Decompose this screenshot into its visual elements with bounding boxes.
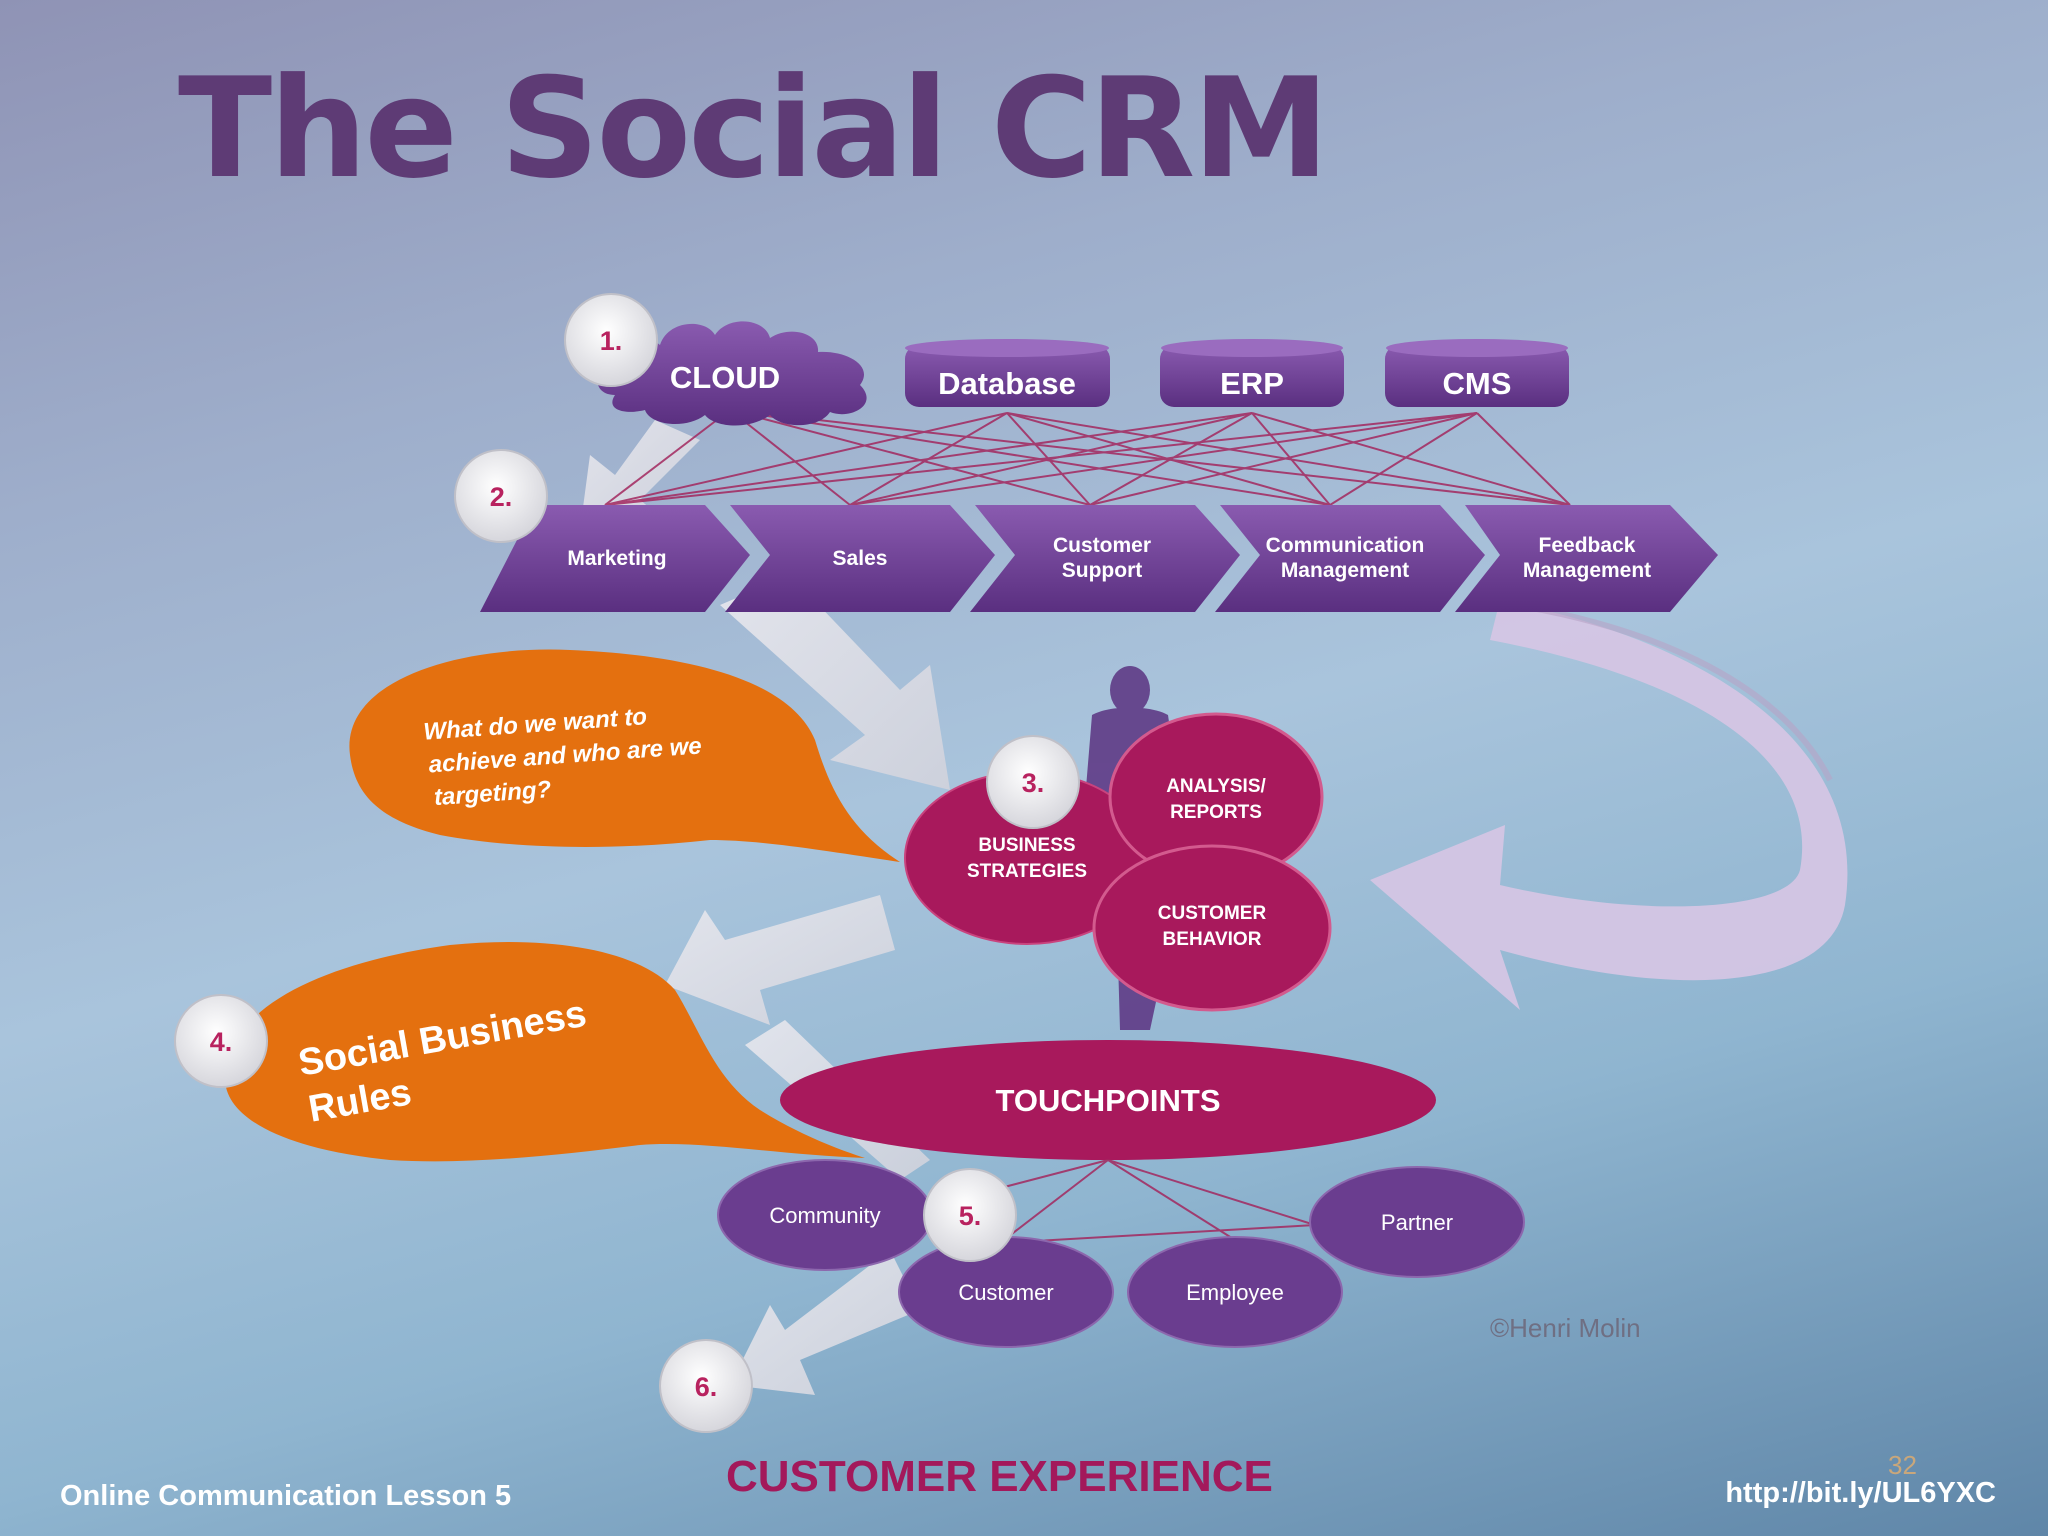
core-label: BUSINESS [978,835,1075,856]
stakeholder-partner: Partner [1309,1166,1525,1278]
core-analysis: ANALYSIS/ REPORTS [1108,712,1324,882]
touchpoints-label: TOUCHPOINTS [995,1083,1220,1118]
core-label: ANALYSIS/ [1166,776,1266,797]
source-label: ERP [1220,366,1284,401]
stakeholder-label: Partner [1381,1210,1453,1235]
process-communication-management: Communication Management [1215,505,1485,612]
source-label: Database [938,366,1076,401]
process-label: Customer [1053,534,1151,557]
flow-arrow-experience [730,1250,920,1395]
flow-arrow-cloud [580,420,700,530]
stakeholder-label: Customer [958,1280,1053,1305]
process-label: Feedback [1539,534,1636,557]
rules-bubble: Social Business Rules [224,942,866,1162]
source-cms: CMS [1385,339,1569,407]
step-badge-4: 4. [174,994,268,1088]
svg-text:4.: 4. [210,1027,233,1057]
process-label: Management [1523,559,1651,582]
source-cloud: CLOUD [597,321,867,426]
svg-text:2.: 2. [490,482,513,512]
step-badge-5: 5. [923,1168,1017,1262]
process-label: Marketing [567,547,666,570]
process-label: Support [1062,559,1142,582]
svg-text:5.: 5. [959,1201,982,1231]
footer-url-link[interactable]: http://bit.ly/UL6YXC [1725,1477,1996,1509]
footer-lesson: Online Communication Lesson 5 [60,1480,512,1512]
core-strategies: BUSINESS STRATEGIES [904,771,1150,945]
stakeholder-label: Employee [1186,1280,1284,1305]
core-label: CUSTOMER [1158,903,1267,924]
slide-title: The Social CRM [178,48,1330,209]
step-badge-6: 6. [659,1339,753,1433]
page-number: 32 [1888,1450,1917,1480]
stakeholder-employee: Employee [1127,1236,1343,1348]
process-label: Communication [1266,534,1425,557]
svg-text:1.: 1. [600,326,623,356]
source-label: CLOUD [670,360,780,395]
svg-text:3.: 3. [1022,768,1045,798]
flow-arrow-left [665,895,895,1025]
return-arrow [1370,600,1848,1010]
source-process-links [604,409,1571,506]
core-label: STRATEGIES [967,861,1087,882]
core-behavior: CUSTOMER BEHAVIOR [1092,844,1332,1012]
stakeholder-customer: Customer [898,1236,1114,1348]
process-label: Sales [833,547,888,570]
process-label: Management [1281,559,1409,582]
core-label: REPORTS [1170,802,1262,823]
stakeholder-label: Community [769,1203,880,1228]
step-badge-1: 1. [564,293,658,387]
question-bubble: What do we want to achieve and who are w… [349,649,900,862]
core-label: BEHAVIOR [1163,929,1262,950]
process-feedback-management: Feedback Management [1455,505,1718,612]
step-badge-2: 2. [454,449,548,543]
flow-arrow-center [720,575,950,790]
source-erp: ERP [1160,339,1344,407]
copyright-text: ©Henri Molin [1490,1313,1641,1343]
touchpoints: TOUCHPOINTS [780,1040,1436,1160]
process-sales: Sales [725,505,995,612]
process-customer-support: Customer Support [970,505,1240,612]
source-database: Database [905,339,1110,407]
step-badge-3: 3. [986,735,1080,829]
svg-text:6.: 6. [695,1372,718,1402]
stakeholder-community: Community [717,1159,933,1271]
source-label: CMS [1443,366,1512,401]
process-marketing: Marketing [480,505,750,612]
customer-experience-label: CUSTOMER EXPERIENCE [726,1452,1273,1501]
